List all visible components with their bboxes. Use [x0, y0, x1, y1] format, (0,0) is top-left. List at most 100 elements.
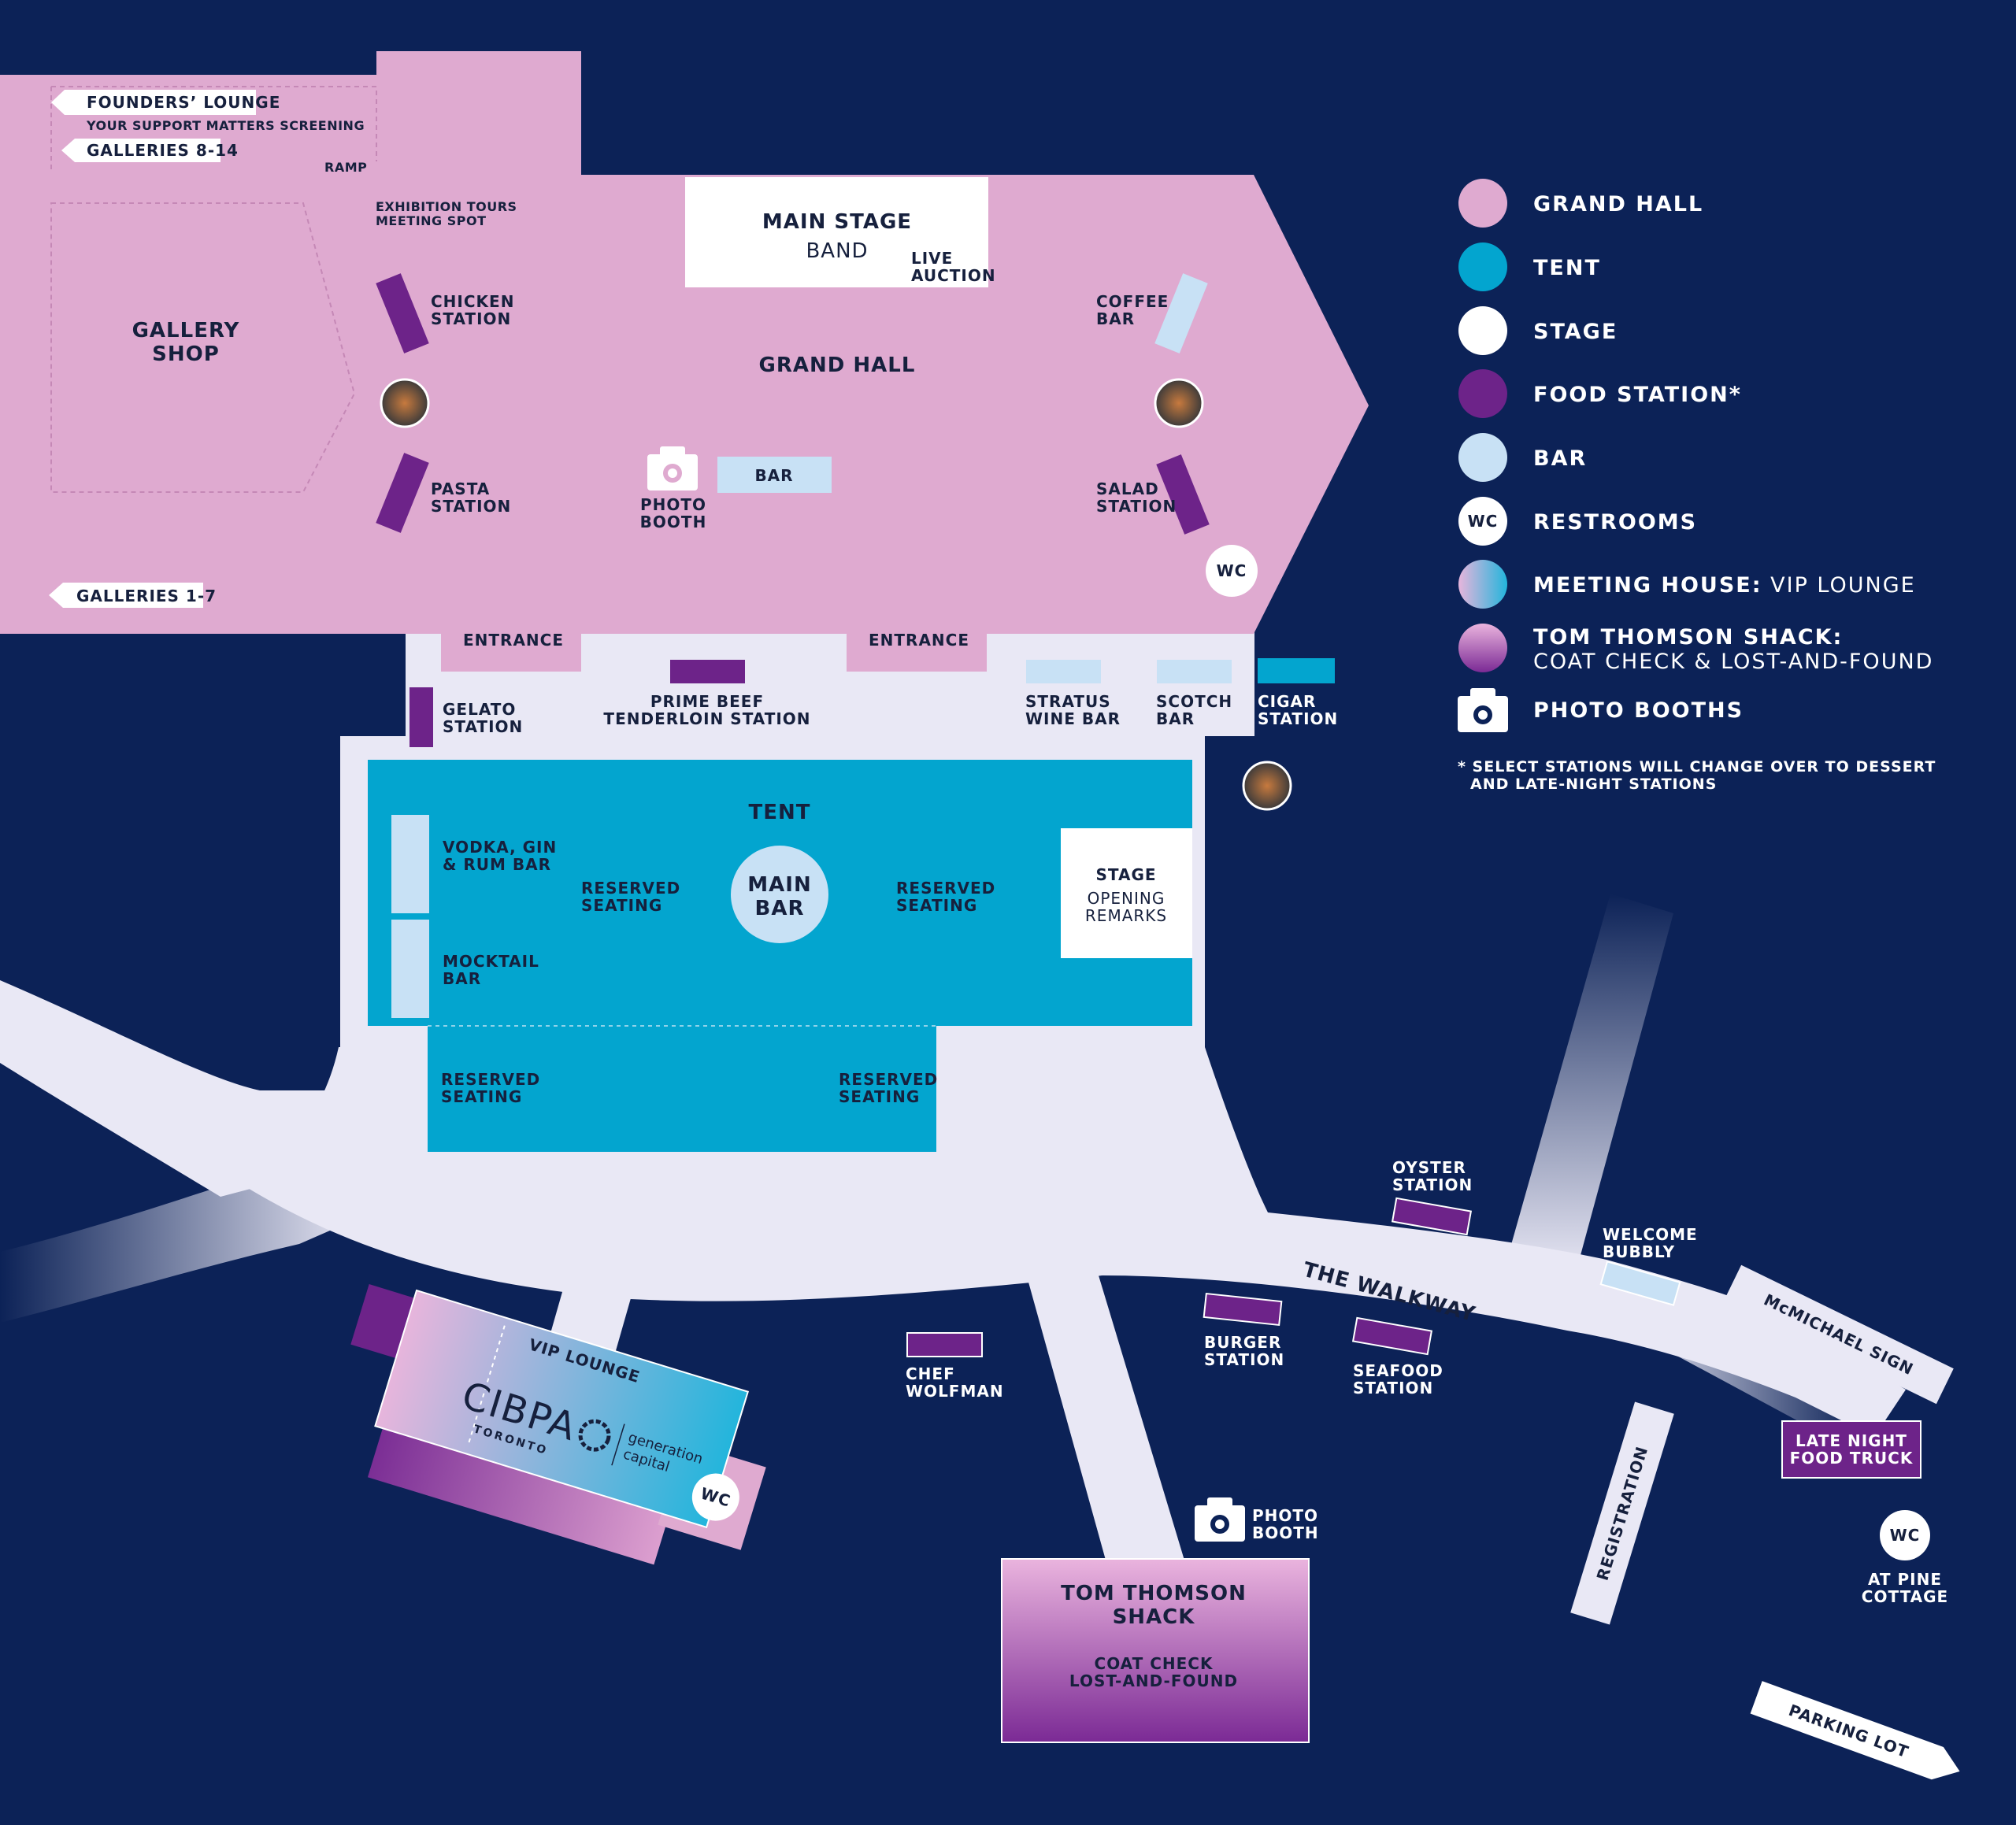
reserved-1-line2: SEATING: [581, 896, 662, 915]
seafood-line1: SEAFOOD: [1353, 1361, 1443, 1380]
legend: GRAND HALL TENT STAGE FOOD STATION* BAR …: [1458, 179, 1936, 793]
entrance-left[interactable]: [441, 626, 581, 672]
exhibition-tours-line1: EXHIBITION TOURS: [376, 199, 517, 214]
entrance-left-label: ENTRANCE: [463, 631, 564, 650]
galleries-1-7-tag[interactable]: GALLERIES 1-7: [49, 583, 217, 608]
oyster-line1: OYSTER: [1392, 1158, 1466, 1177]
pasta-station[interactable]: [376, 453, 429, 533]
welcome-line1: WELCOME: [1603, 1225, 1698, 1244]
shack-photo-line2: BOOTH: [1252, 1523, 1319, 1542]
pine-line2: COTTAGE: [1862, 1587, 1948, 1606]
legend-label-3: FOOD STATION*: [1533, 383, 1742, 407]
registration[interactable]: REGISTRATION: [1570, 1401, 1674, 1625]
reserved-4-line1: RESERVED: [839, 1070, 938, 1089]
camera-icon[interactable]: [1195, 1497, 1245, 1542]
legend-footnote-line1: * SELECT STATIONS WILL CHANGE OVER TO DE…: [1458, 758, 1936, 776]
prime-beef-line2: TENDERLOIN STATION: [603, 709, 810, 728]
galleries-8-14-tag[interactable]: GALLERIES 8-14: [61, 139, 239, 162]
tent-stage-label: STAGE: [1095, 865, 1156, 884]
your-support-label: YOUR SUPPORT MATTERS SCREENING: [86, 118, 365, 133]
shack-circle-icon: [1458, 624, 1507, 672]
vip-wc-circle[interactable]: [686, 1468, 745, 1527]
reserved-2-line1: RESERVED: [896, 879, 995, 898]
galleries-8-14-label: GALLERIES 8-14: [87, 141, 239, 160]
cigar-line1: CIGAR: [1258, 692, 1316, 711]
late-night-food-truck[interactable]: LATE NIGHT FOOD TRUCK: [1781, 1420, 1922, 1479]
shack-sub-line2: LOST-AND-FOUND: [1069, 1671, 1238, 1690]
camera-icon[interactable]: [647, 446, 698, 490]
coffee-bar[interactable]: [1154, 273, 1208, 354]
chef-wolfman-line1: CHEF: [906, 1364, 955, 1383]
hall-photo-booth-line2: BOOTH: [640, 513, 707, 531]
coffee-bar-line2: BAR: [1096, 309, 1135, 328]
band-label: BAND: [806, 239, 868, 263]
grand-hall-title: GRAND HALL: [759, 354, 916, 377]
restroom-hall[interactable]: WC: [1206, 545, 1258, 597]
oyster-line2: STATION: [1392, 1175, 1473, 1194]
burger-station[interactable]: [1203, 1292, 1283, 1327]
welcome-bubbly[interactable]: [1599, 1260, 1681, 1306]
entrance-right[interactable]: [847, 626, 987, 672]
founders-outline: [51, 86, 377, 161]
hall-bar-label: BAR: [754, 466, 793, 485]
mocktail-bar[interactable]: [391, 920, 429, 1018]
exhibition-tours-line2: MEETING SPOT: [376, 213, 487, 228]
upper-left-path: [0, 980, 370, 1197]
tent-stage: STAGE OPENING REMARKS: [1061, 828, 1192, 958]
pasta-station-line1: PASTA: [431, 479, 490, 498]
hall-bar[interactable]: BAR: [717, 457, 832, 493]
stratus-wine-bar[interactable]: [1026, 660, 1101, 683]
salad-station[interactable]: [1156, 454, 1210, 535]
legend-label-0: GRAND HALL: [1533, 192, 1703, 217]
shack-sub-line1: COAT CHECK: [1095, 1654, 1214, 1673]
chef-wolfman-station[interactable]: [906, 1332, 983, 1357]
cigar-line2: STATION: [1258, 709, 1338, 728]
vodka-bar[interactable]: [391, 815, 429, 913]
hall-photo-booth-line1: PHOTO: [640, 495, 706, 514]
seafood-line2: STATION: [1353, 1379, 1433, 1397]
scotch-line2: BAR: [1156, 709, 1195, 728]
legend-label-6-plain: VIP LOUNGE: [1762, 573, 1916, 598]
gelato-line2: STATION: [443, 717, 523, 736]
generation-capital-logo-icon: [578, 1419, 611, 1452]
seafood-station[interactable]: [1351, 1316, 1433, 1356]
prime-beef-station[interactable]: [670, 660, 745, 683]
purple-circle-icon: [1458, 369, 1507, 418]
founders-lounge-label: FOUNDERS’ LOUNGE: [87, 93, 280, 112]
cigar-station[interactable]: [1258, 658, 1335, 683]
gallery-shop-line1: GALLERY: [132, 319, 240, 342]
main-bar-line2: BAR: [755, 897, 805, 920]
pasta-station-line2: STATION: [431, 497, 511, 516]
parking-lot-sign[interactable]: PARKING LOT: [1750, 1681, 1966, 1787]
founders-lounge-tag[interactable]: FOUNDERS’ LOUNGE: [51, 90, 280, 115]
light-blue-circle-icon: [1458, 433, 1507, 482]
main-bar[interactable]: MAIN BAR: [731, 846, 828, 943]
pink-circle-icon: [1458, 179, 1507, 228]
gradient-circle-icon: [1458, 560, 1507, 609]
restroom-pine[interactable]: WC: [1880, 1510, 1930, 1560]
burger-line1: BURGER: [1204, 1333, 1281, 1352]
chicken-station[interactable]: [376, 273, 429, 354]
shack-title-line2: SHACK: [1113, 1605, 1195, 1629]
live-auction-line2: AUCTION: [911, 266, 996, 285]
prime-beef-line1: PRIME BEEF: [650, 692, 764, 711]
gelato-station[interactable]: [410, 687, 433, 747]
wc-circle-icon: [1458, 497, 1507, 546]
gelato-line1: GELATO: [443, 700, 516, 719]
grand-hall-building: [0, 51, 1369, 634]
coffee-bar-line1: COFFEE: [1096, 292, 1169, 311]
hall-wc-label: WC: [1217, 561, 1247, 580]
scotch-bar[interactable]: [1157, 660, 1232, 683]
tom-thomson-shack[interactable]: TOM THOMSON SHACK COAT CHECK LOST-AND-FO…: [1001, 1558, 1310, 1743]
salad-station-line2: STATION: [1096, 497, 1177, 516]
opening-remarks-line2: REMARKS: [1085, 906, 1167, 925]
reserved-1-line1: RESERVED: [581, 879, 680, 898]
shack-photo-line1: PHOTO: [1252, 1506, 1318, 1525]
vip-lounge[interactable]: VIP LOUNGE CIBPA TORONTO generation capi…: [315, 1276, 786, 1587]
oyster-station[interactable]: [1391, 1197, 1473, 1236]
tent-title: TENT: [749, 801, 811, 824]
legend-label-7-line2: COAT CHECK & LOST-AND-FOUND: [1533, 650, 1933, 674]
salad-station-line1: SALAD: [1096, 479, 1159, 498]
main-stage: MAIN STAGE BAND LIVE AUCTION: [685, 177, 996, 287]
art-photo-icon: [380, 378, 430, 428]
